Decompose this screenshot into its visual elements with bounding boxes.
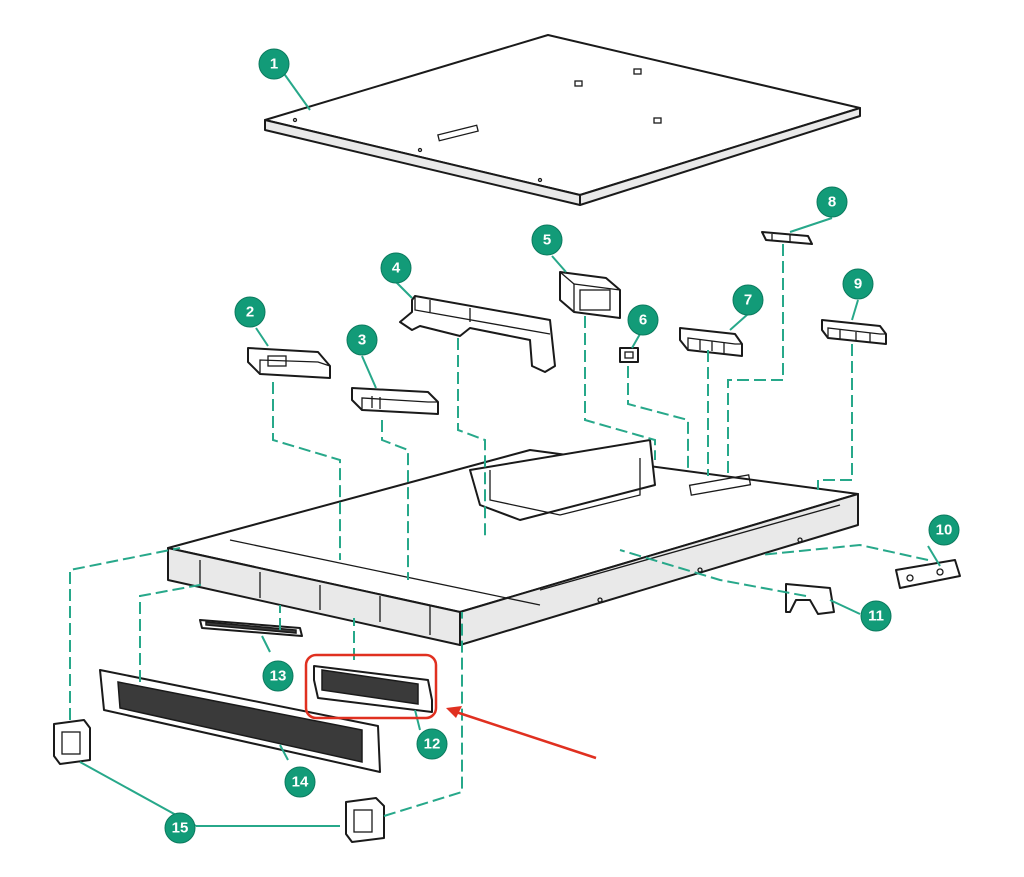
part-front-bezel-14	[99, 669, 381, 773]
part-drive-blank-3	[351, 387, 439, 415]
part-rail-8	[761, 231, 813, 245]
part-top-cover	[264, 34, 861, 206]
svg-text:15: 15	[172, 820, 189, 837]
callout-5: 5	[531, 224, 563, 256]
callout-9: 9	[842, 268, 874, 300]
pointer-arrow	[446, 706, 597, 760]
svg-text:6: 6	[639, 312, 647, 329]
leader-lines	[69, 67, 941, 827]
part-power-bay-5	[559, 271, 621, 319]
callout-3: 3	[346, 324, 378, 356]
callout-8: 8	[816, 186, 848, 218]
callout-10: 10	[928, 514, 960, 546]
server-chassis	[167, 439, 859, 646]
svg-text:5: 5	[543, 232, 551, 249]
part-connector-9	[821, 319, 887, 345]
callout-6: 6	[627, 304, 659, 336]
callout-7: 7	[732, 284, 764, 316]
svg-text:1: 1	[270, 56, 278, 73]
svg-text:9: 9	[854, 276, 862, 293]
part-connector-7	[679, 327, 743, 357]
part-rack-ear-15-left	[53, 719, 91, 765]
svg-text:14: 14	[292, 774, 309, 791]
svg-text:11: 11	[868, 608, 884, 625]
callout-1: 1	[258, 48, 290, 80]
svg-text:12: 12	[424, 736, 441, 753]
svg-text:3: 3	[358, 332, 366, 349]
highlight-box	[304, 653, 438, 720]
part-clip-6	[619, 347, 639, 363]
callout-2: 2	[234, 296, 266, 328]
callout-11: 11	[860, 600, 892, 632]
part-bracket-2	[247, 347, 331, 379]
callout-4: 4	[380, 252, 412, 284]
svg-text:13: 13	[270, 668, 287, 685]
callout-14: 14	[284, 766, 316, 798]
part-drive-cage-12	[313, 665, 433, 713]
callout-15: 15	[164, 812, 196, 844]
svg-text:7: 7	[744, 292, 752, 309]
part-strip-13	[199, 619, 303, 637]
part-clip-11	[785, 583, 835, 615]
svg-text:10: 10	[936, 522, 953, 539]
part-bracket-10	[895, 559, 961, 589]
part-air-baffle-4	[399, 295, 556, 373]
callout-13: 13	[262, 660, 294, 692]
svg-text:4: 4	[392, 260, 401, 277]
svg-text:2: 2	[246, 304, 254, 321]
svg-text:8: 8	[828, 194, 836, 211]
callout-12: 12	[416, 728, 448, 760]
part-rack-ear-15-right	[345, 797, 385, 843]
